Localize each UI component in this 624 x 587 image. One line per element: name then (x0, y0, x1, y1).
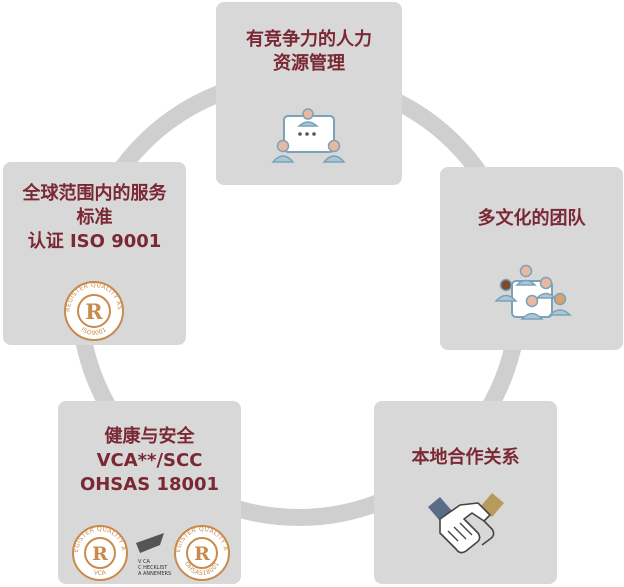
card-title: 多文化的团队 (440, 207, 623, 231)
team-meeting-icon (271, 108, 346, 163)
diverse-team-icon (494, 264, 572, 320)
iso-seal-icon: R LLOYD'S REGISTER QUALITY ASSURANCE ISO… (61, 280, 124, 341)
card-title: 健康与安全 VCA**/SCC OHSAS 18001 (58, 425, 241, 497)
card-title: 全球范围内的服务 标准 认证 ISO 9001 (3, 182, 186, 254)
card-multicultural-team: 多文化的团队 (440, 167, 623, 350)
certification-seals-icon: R LLOYD'S REGISTER QUALITY ASSURANCE VCA… (68, 523, 230, 581)
title-line: 有竞争力的人力 (246, 29, 372, 50)
card-health-safety: 健康与安全 VCA**/SCC OHSAS 18001 R LLOYD'S RE… (58, 401, 241, 584)
vca-seal-icon: R LLOYD'S REGISTER QUALITY ASSURANCE VCA (68, 523, 128, 581)
svg-text:ISO9001: ISO9001 (80, 326, 109, 337)
svg-text:VCA: VCA (93, 569, 108, 577)
card-local-partnership: 本地合作关系 (374, 401, 557, 584)
title-line: 资源管理 (273, 53, 345, 74)
svg-text:R: R (85, 299, 103, 324)
title-line: 全球范围内的服务 (22, 183, 167, 204)
card-global-service: 全球范围内的服务 标准 认证 ISO 9001 R LLOYD'S REGIST… (3, 162, 186, 345)
card-title: 本地合作关系 (374, 446, 557, 470)
title-line: VCA**/SCC (96, 450, 203, 471)
title-line: 本地合作关系 (411, 447, 520, 468)
svg-text:R: R (92, 543, 108, 565)
vca-checklist-badge-icon: V CA C HECKLIST A ANNEMERS (136, 533, 171, 577)
handshake-icon (428, 493, 504, 554)
svg-text:R: R (194, 543, 210, 565)
title-line: 认证 ISO 9001 (27, 231, 162, 252)
title-line: 标准 (76, 207, 113, 228)
card-hr-management: 有竞争力的人力 资源管理 (216, 2, 402, 185)
title-line: OHSAS 18001 (79, 474, 220, 495)
title-line: 多文化的团队 (477, 208, 586, 229)
svg-text:V CA: V CA (138, 559, 151, 565)
svg-text:C HECKLIST: C HECKLIST (138, 565, 168, 571)
title-line: 健康与安全 (104, 426, 195, 447)
svg-text:A ANNEMERS: A ANNEMERS (138, 571, 171, 577)
card-title: 有竞争力的人力 资源管理 (216, 28, 402, 76)
